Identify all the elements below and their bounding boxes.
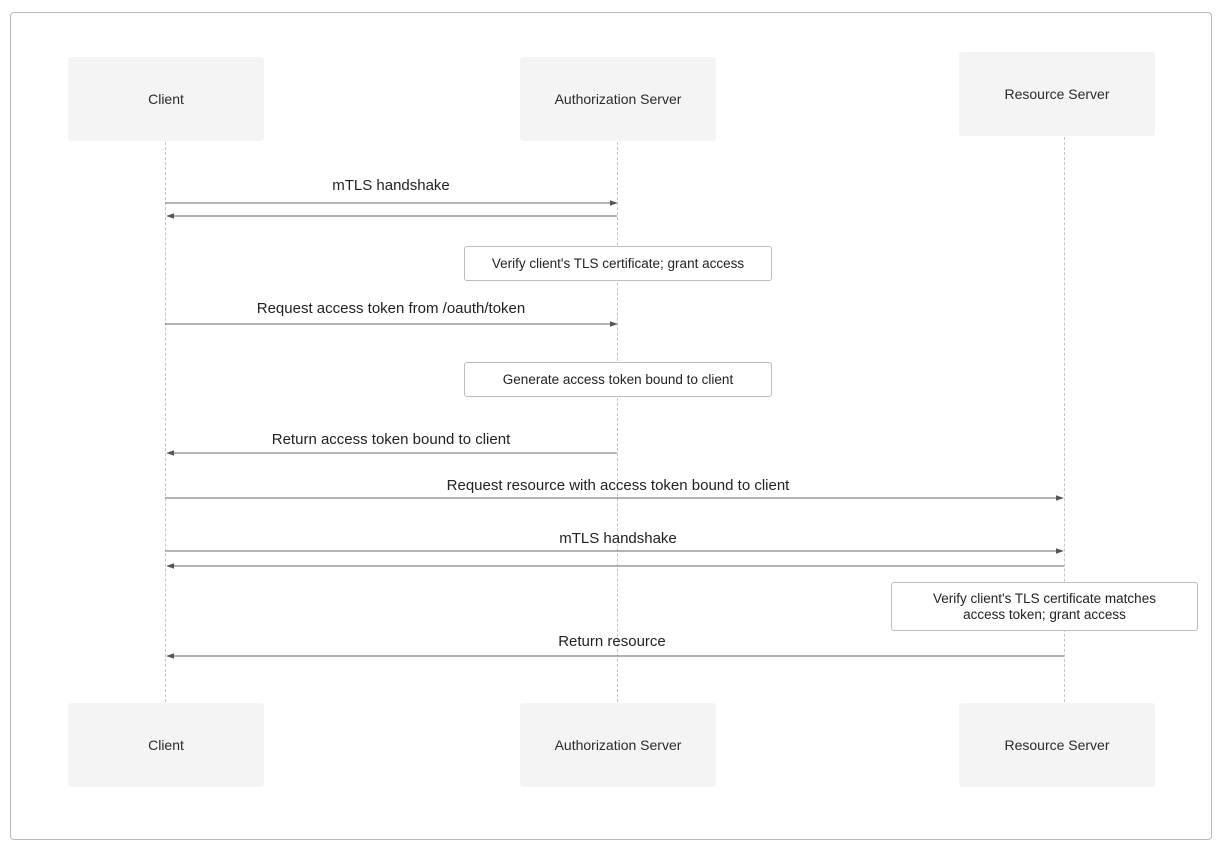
note-text-line2: access token; grant access xyxy=(963,606,1126,622)
diagram-frame xyxy=(10,12,1212,840)
note-verify-certificate-matches: Verify client's TLS certificate matches … xyxy=(891,582,1198,631)
message-label-mtls-handshake-2: mTLS handshake xyxy=(559,530,677,547)
note-text: Generate access token bound to client xyxy=(502,371,734,387)
note-text-line1: Verify client's TLS certificate matches xyxy=(933,590,1156,606)
message-label-request-resource: Request resource with access token bound… xyxy=(446,477,790,494)
participant-resource-server-top: Resource Server xyxy=(959,52,1155,136)
participant-label: Authorization Server xyxy=(554,91,682,107)
participant-label: Client xyxy=(148,737,184,753)
message-label-mtls-handshake-1: mTLS handshake xyxy=(332,177,450,194)
message-label-request-token: Request access token from /oauth/token xyxy=(256,300,526,317)
participant-label: Resource Server xyxy=(1004,737,1110,753)
participant-auth-server-bottom: Authorization Server xyxy=(520,703,716,787)
participant-client-top: Client xyxy=(68,57,264,141)
participant-label: Resource Server xyxy=(1004,86,1110,102)
note-verify-certificate: Verify client's TLS certificate; grant a… xyxy=(464,246,772,281)
auth-server-lifeline xyxy=(617,142,618,702)
participant-label: Authorization Server xyxy=(554,737,682,753)
note-generate-token: Generate access token bound to client xyxy=(464,362,772,397)
participant-resource-server-bottom: Resource Server xyxy=(959,703,1155,787)
note-text: Verify client's TLS certificate; grant a… xyxy=(491,255,745,271)
message-label-return-token: Return access token bound to client xyxy=(271,431,511,448)
message-label-return-resource: Return resource xyxy=(558,633,666,650)
participant-label: Client xyxy=(148,91,184,107)
participant-client-bottom: Client xyxy=(68,703,264,787)
client-lifeline xyxy=(165,142,166,702)
resource-server-lifeline xyxy=(1064,137,1065,702)
participant-auth-server-top: Authorization Server xyxy=(520,57,716,141)
